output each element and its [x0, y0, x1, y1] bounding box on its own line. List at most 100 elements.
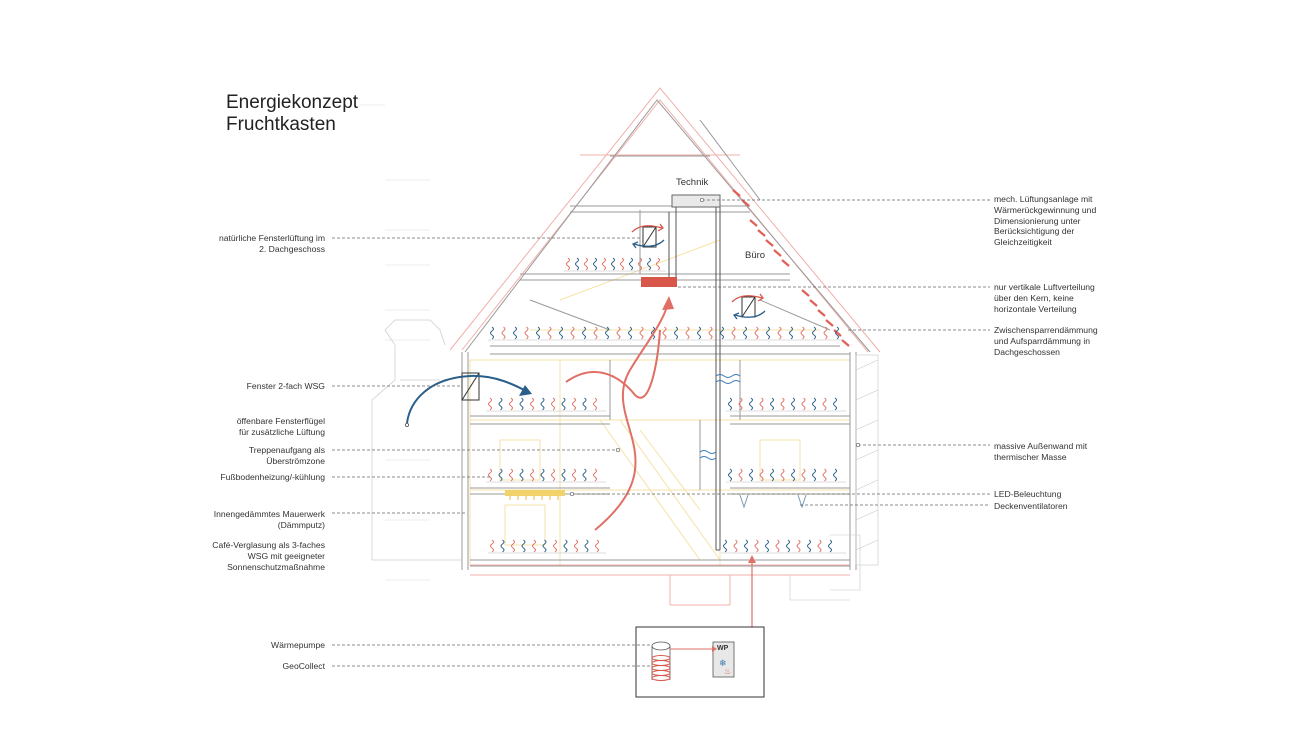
heating-wave-icon [685, 326, 690, 340]
heating-wave-icon [728, 397, 732, 411]
label-ceiling-fans: Deckenventilatoren [994, 501, 1068, 511]
heating-wave-icon [749, 397, 753, 411]
heating-wave-icon [570, 326, 575, 340]
heating-wave-icon [490, 326, 494, 340]
heating-wave-icon [738, 468, 743, 482]
heating-wave-icon [823, 326, 828, 340]
heat-pump-label: WP [717, 645, 729, 652]
heating-wave-icon [572, 397, 576, 411]
heating-wave-icon [563, 539, 568, 553]
heating-wave-icon [561, 468, 566, 482]
roof-insulation [732, 189, 850, 347]
heating-wave-icon [723, 539, 727, 553]
heating-wave-icon [662, 326, 667, 340]
fresh-air-arrow [404, 374, 532, 427]
heating-wave-icon [822, 468, 827, 482]
heating-wave-icon [770, 397, 774, 411]
heating-wave-icon [766, 326, 770, 340]
heating-wave-icon [743, 326, 747, 340]
room-buero: Büro [745, 250, 766, 261]
heating-wave-icon [628, 326, 632, 340]
heating-wave-icon [828, 539, 832, 553]
heating-wave-icon [789, 326, 793, 340]
heating-wave-icon [509, 397, 513, 411]
heating-wave-icon [738, 397, 743, 411]
heating-wave-icon [817, 539, 822, 553]
heating-wave-icon [582, 468, 587, 482]
heating-wave-icon [800, 326, 805, 340]
heating-wave-icon [835, 326, 839, 340]
heat-pump-box: ❄ ♨ [635, 626, 765, 698]
heating-wave-icon [593, 257, 597, 271]
heating-wave-icon [605, 326, 609, 340]
air-exhaust-wiggles [699, 374, 741, 460]
diagram-title: Energiekonzept Fruchtkasten [226, 92, 358, 136]
heating-wave-icon [801, 468, 806, 482]
heating-wave-icon [500, 539, 505, 553]
heating-wave-icon [530, 397, 534, 411]
heating-wave-icon [575, 257, 579, 271]
heating-wave-icon [720, 326, 724, 340]
heating-wave-icon [519, 397, 524, 411]
heating-wave-icon [759, 397, 764, 411]
heating-wave-icon [584, 539, 589, 553]
window-icon [461, 226, 756, 401]
heating-wave-icon [780, 397, 785, 411]
label-cafe-glazing: Café-Verglasung als 3-faches WSG mit gee… [212, 540, 325, 572]
heating-wave-icon [593, 468, 597, 482]
heating-wave-icon [551, 397, 555, 411]
heating-wave-icon [501, 326, 506, 340]
label-window-2fach: Fenster 2-fach WSG [246, 381, 325, 391]
heating-wave-icon [801, 397, 806, 411]
label-led-lighting: LED-Beleuchtung [994, 489, 1062, 499]
heating-wave-icon [566, 257, 570, 271]
room-technik: Technik [676, 177, 709, 188]
heating-wave-icon [582, 326, 586, 340]
geocollect-icon [651, 641, 717, 681]
label-openable-sash: öffenbare Fensterflügel für zusätzliche … [236, 416, 325, 437]
heating-wave-icon [647, 257, 651, 271]
heating-wave-icon [540, 468, 545, 482]
heating-wave-icon [812, 326, 816, 340]
heating-wave-icon [530, 468, 534, 482]
label-heat-pump: Wärmepumpe [271, 640, 325, 650]
heating-wave-icon [708, 326, 713, 340]
heating-wave-icon [770, 468, 774, 482]
label-inner-insulation: Innengedämmtes Mauerwerk (Dämmputz) [213, 509, 325, 530]
heating-wave-icon [524, 326, 529, 340]
heating-wave-icon [542, 539, 547, 553]
heating-wave-icon [490, 539, 494, 553]
heating-wave-icon [833, 397, 837, 411]
heating-wave-icon [733, 539, 738, 553]
label-massive-wall: massive Außenwand mit thermischer Masse [994, 441, 1088, 462]
label-natural-ventilation: natürliche Fensterlüftung im 2. Dachgesc… [218, 233, 325, 254]
warm-air-arrows [565, 301, 669, 531]
heating-wave-icon [574, 539, 578, 553]
building-outline [360, 87, 881, 606]
heating-wave-icon [595, 539, 599, 553]
window-airflow-arrows [631, 223, 766, 320]
heating-wave-icon [620, 257, 624, 271]
heating-wave-icon [728, 468, 732, 482]
label-geocollect: GeoCollect [282, 661, 325, 671]
heating-wave-icon [498, 468, 503, 482]
warm-air-arrowhead [662, 296, 674, 310]
heating-wave-icon [519, 468, 524, 482]
heating-wave-icon [593, 397, 597, 411]
heating-wave-icon [561, 397, 566, 411]
heating-wave-icon [786, 539, 790, 553]
label-staircase: Treppenaufgang als Überströmzone [248, 445, 325, 466]
heating-wave-icon [812, 397, 816, 411]
heating-wave-icon [731, 326, 736, 340]
ceiling-fan-icon [739, 494, 807, 509]
heating-wave-icon [582, 397, 587, 411]
title-line-1: Energiekonzept [226, 92, 359, 113]
heating-wave-icon [775, 539, 780, 553]
heating-wave-icon [572, 468, 576, 482]
heating-wave-icon [697, 326, 701, 340]
heating-wave-icon [488, 468, 492, 482]
leader-end-dots [569, 197, 861, 497]
heating-wave-icon [540, 397, 545, 411]
heating-wave-icon [791, 468, 795, 482]
heating-wave-icon [759, 468, 764, 482]
